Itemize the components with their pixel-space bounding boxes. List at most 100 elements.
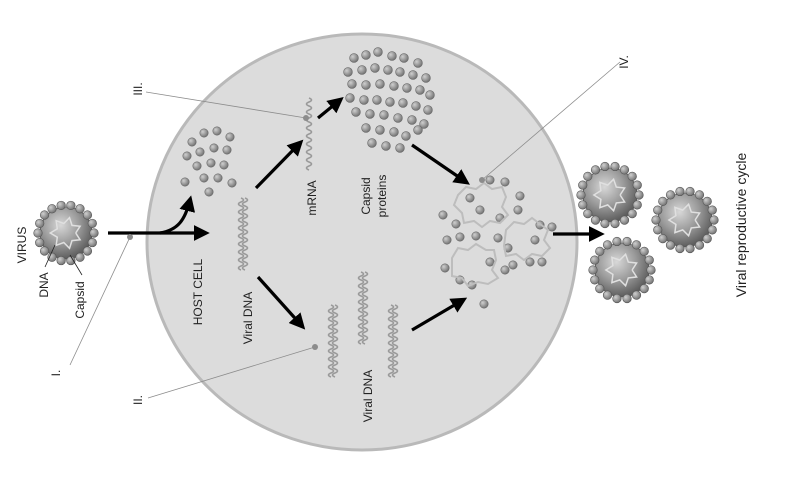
protein-bead — [479, 299, 489, 309]
released-viruses — [576, 161, 719, 304]
protein-bead — [513, 205, 523, 215]
protein-bead — [395, 143, 405, 153]
protein-bead — [471, 231, 481, 241]
arrow-proteins-to-assembly — [411, 143, 470, 185]
protein-bead — [407, 115, 417, 125]
arrow-entry-branch — [159, 195, 196, 235]
virus-particle-incoming — [33, 200, 99, 266]
protein-bead — [381, 141, 391, 151]
arrow-dna-to-assembly — [411, 297, 468, 332]
protein-bead — [451, 219, 461, 229]
protein-bead — [365, 109, 375, 119]
protein-bead — [508, 260, 518, 270]
dot-iv — [479, 177, 485, 183]
label-capsid-proteins-2: proteins — [375, 175, 389, 218]
protein-bead — [180, 177, 190, 187]
protein-bead — [361, 50, 371, 60]
marker-leader-lines — [69, 61, 621, 399]
protein-bead — [401, 131, 411, 141]
protein-bead — [379, 110, 389, 120]
protein-bead — [411, 101, 421, 111]
marker-ii: II. — [131, 395, 145, 405]
protein-bead — [547, 222, 557, 232]
protein-bead — [361, 123, 371, 133]
label-virus: VIRUS — [15, 227, 29, 264]
protein-bead — [222, 145, 232, 155]
protein-bead — [415, 85, 425, 95]
leader-iv — [481, 61, 621, 181]
protein-bead — [485, 175, 495, 185]
protein-bead — [438, 210, 448, 220]
protein-bead — [187, 137, 197, 147]
protein-bead — [192, 161, 202, 171]
protein-bead — [421, 73, 431, 83]
protein-bead — [357, 65, 367, 75]
dna-leader — [44, 244, 56, 268]
protein-bead — [225, 132, 235, 142]
protein-bead — [361, 80, 371, 90]
protein-bead — [195, 147, 205, 157]
viral-dna-replicate-3-a — [387, 304, 395, 378]
label-host-cell: HOST CELL — [191, 258, 205, 325]
protein-bead — [537, 257, 547, 267]
protein-bead — [212, 126, 222, 136]
protein-bead — [500, 177, 510, 187]
protein-bead — [182, 151, 192, 161]
viral-dna-entry-b — [241, 197, 249, 271]
leader-i — [69, 236, 131, 366]
label-viral-dna-2: Viral DNA — [361, 370, 375, 422]
protein-bead — [413, 125, 423, 135]
marker-i: I. — [49, 370, 63, 377]
marker-dots — [127, 115, 485, 350]
protein-bead — [493, 233, 503, 243]
protein-bead — [425, 90, 435, 100]
protein-bead — [345, 93, 355, 103]
leader-iii — [145, 91, 307, 119]
assembling-capsid-3 — [451, 242, 500, 288]
viral-dna-replicate-3-b — [391, 304, 399, 378]
capsid-protein-particles — [180, 47, 557, 309]
arrow-to-capsid-proteins — [316, 96, 344, 120]
assembling-capsid-2 — [502, 216, 552, 262]
protein-bead — [199, 128, 209, 138]
label-mrna: mRNA — [305, 180, 319, 215]
protein-bead — [419, 119, 429, 129]
protein-bead — [525, 257, 535, 267]
arrow-to-replication — [256, 275, 306, 330]
protein-bead — [500, 265, 510, 275]
label-viral-dna-1: Viral DNA — [241, 292, 255, 344]
protein-bead — [387, 51, 397, 61]
protein-bead — [209, 143, 219, 153]
viral-dna-replicate-1-a — [327, 304, 335, 378]
protein-bead — [398, 98, 408, 108]
viral-dna-replicate-2-b — [361, 271, 369, 345]
label-dna: DNA — [37, 272, 51, 297]
virus-particle-released-3 — [588, 236, 656, 304]
marker-iv: IV. — [617, 55, 631, 69]
virus-particle-released-1 — [576, 161, 644, 229]
protein-bead — [370, 63, 380, 73]
assembling-capsids — [451, 181, 552, 288]
viral-dna-replicate-2-a — [357, 271, 365, 345]
protein-bead — [402, 83, 412, 93]
protein-bead — [375, 79, 385, 89]
incoming-virus — [33, 200, 99, 266]
protein-bead — [442, 235, 452, 245]
marker-iii: III. — [131, 82, 145, 95]
mrna-strand — [305, 97, 313, 171]
protein-bead — [485, 257, 495, 267]
protein-bead — [206, 158, 216, 168]
protein-bead — [393, 113, 403, 123]
dot-iii — [303, 115, 309, 121]
protein-bead — [375, 125, 385, 135]
process-arrows — [108, 96, 605, 332]
protein-bead — [413, 58, 423, 68]
protein-bead — [383, 65, 393, 75]
protein-bead — [408, 70, 418, 80]
protein-bead — [385, 97, 395, 107]
protein-bead — [395, 67, 405, 77]
capsid-leader — [69, 254, 83, 276]
protein-bead — [530, 235, 540, 245]
dot-ii — [312, 344, 318, 350]
